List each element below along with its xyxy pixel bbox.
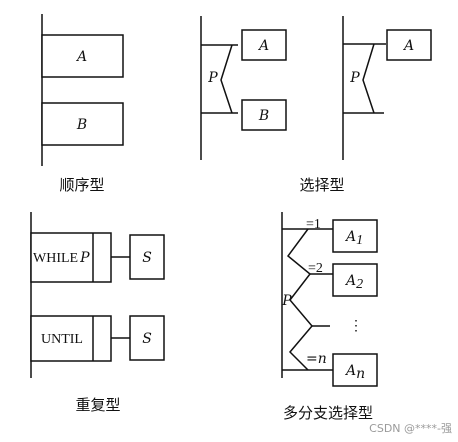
selection-box-a-label: A [257,38,269,54]
sequence-box-b-label: B [76,117,87,133]
branch1-eq: =1 [306,217,321,232]
sequence-diagram: A B 顺序型 [41,14,124,194]
selection-condition-mark [220,44,233,114]
while-body-box [129,234,165,280]
selection-cond-label: P [207,70,218,86]
branch1-box [332,219,378,253]
selection2-condition-mark [362,43,375,114]
branch2-eq: =2 [308,261,323,276]
multibranch-condition-zigzag [286,228,313,371]
branch2-box [332,263,378,297]
branch2-box-label: A2 [344,273,363,292]
until-body-label: S [142,331,152,347]
selection-diagram: P A B P A 选择型 [200,16,432,194]
until-label: UNTIL [41,332,83,347]
selection2-box-a [386,29,432,61]
while-box [30,232,112,283]
until-box [30,315,112,362]
branch-ellipsis: ⋮ [349,319,363,334]
selection2-cond-label: P [349,70,360,86]
until-body-box [129,315,165,361]
watermark: CSDN @****-强 [369,422,452,435]
while-body-label: S [142,250,152,266]
multibranch-caption: 多分支选择型 [283,404,373,422]
sequence-box-b [41,102,124,146]
repetition-caption: 重复型 [75,396,120,414]
selection-box-a [241,29,287,61]
sequence-box-a [41,34,124,78]
branchn-box-label: An [344,363,365,382]
multibranch-cond-label: P [281,293,292,309]
branch1-box-label: A1 [344,229,363,248]
selection-box-b-label: B [258,108,269,124]
selection-box-b [241,99,287,131]
selection-caption: 选择型 [299,176,344,194]
sequence-caption: 顺序型 [59,176,104,194]
selection2-box-a-label: A [402,38,414,54]
branchn-box [332,353,378,387]
multibranch-diagram: =1 A1 =2 A2 ⋮ =n An P 多分支选择型 [281,212,378,422]
branchn-eq: =n [306,351,327,367]
sequence-box-a-label: A [75,49,87,65]
